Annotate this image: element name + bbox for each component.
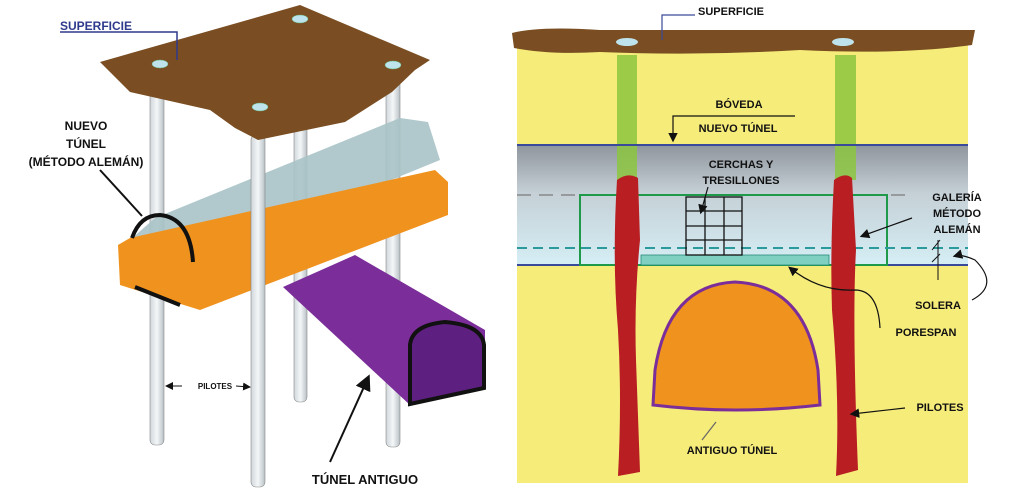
surface-slab [100,5,430,140]
ribs-label-1: CERCHAS Y [709,159,774,171]
ribs-grid [685,196,743,256]
pile-shaft-right [835,55,856,180]
pile-shaft-left [617,55,637,180]
pile-front [250,134,266,488]
old-tunnel-section [651,280,822,412]
pile-left-red [614,175,640,476]
vault-label: BÓVEDA [715,98,762,111]
new-tunnel-orange-side [118,170,448,310]
floor-label: SOLERA [915,300,961,312]
ribs-label-2: TRESILLONES [702,175,779,187]
right-new-tunnel-label: NUEVO TÚNEL [699,122,778,135]
gallery-label-1: GALERÍA [932,191,982,204]
left-surface-label: SUPERFICIE [60,19,132,33]
left-new-tunnel-label-2: TÚNEL [66,136,106,151]
left-new-tunnel-label-1: NUEVO [65,119,108,133]
left-3d-view: SUPERFICIE NUEVO TÚNEL (MÉTODO ALEMÁN) P… [29,5,486,488]
right-piles-label: PILOTES [916,402,963,414]
right-section-view: SUPERFICIE BÓVEDA NUEVO TÚNEL CERCHAS Y … [512,6,988,483]
left-new-tunnel-label-3: (MÉTODO ALEMÁN) [29,154,144,169]
porespan-layer [640,254,830,266]
new-tunnel-portal [130,212,195,263]
pile-hole-icons [151,14,402,112]
left-old-tunnel-label: TÚNEL ANTIGUO [312,472,418,487]
porespan-label: PORESPAN [896,327,957,339]
right-surface-label: SUPERFICIE [698,6,764,18]
old-tunnel-label: ANTIGUO TÚNEL [687,444,778,457]
pile-right-red [831,175,858,476]
left-piles-label: PILOTES [198,382,233,391]
surface-ground [512,28,975,54]
gallery-label-2: MÉTODO [933,207,982,220]
gallery-label-3: ALEMÁN [933,223,980,236]
old-tunnel-portal [408,319,486,407]
